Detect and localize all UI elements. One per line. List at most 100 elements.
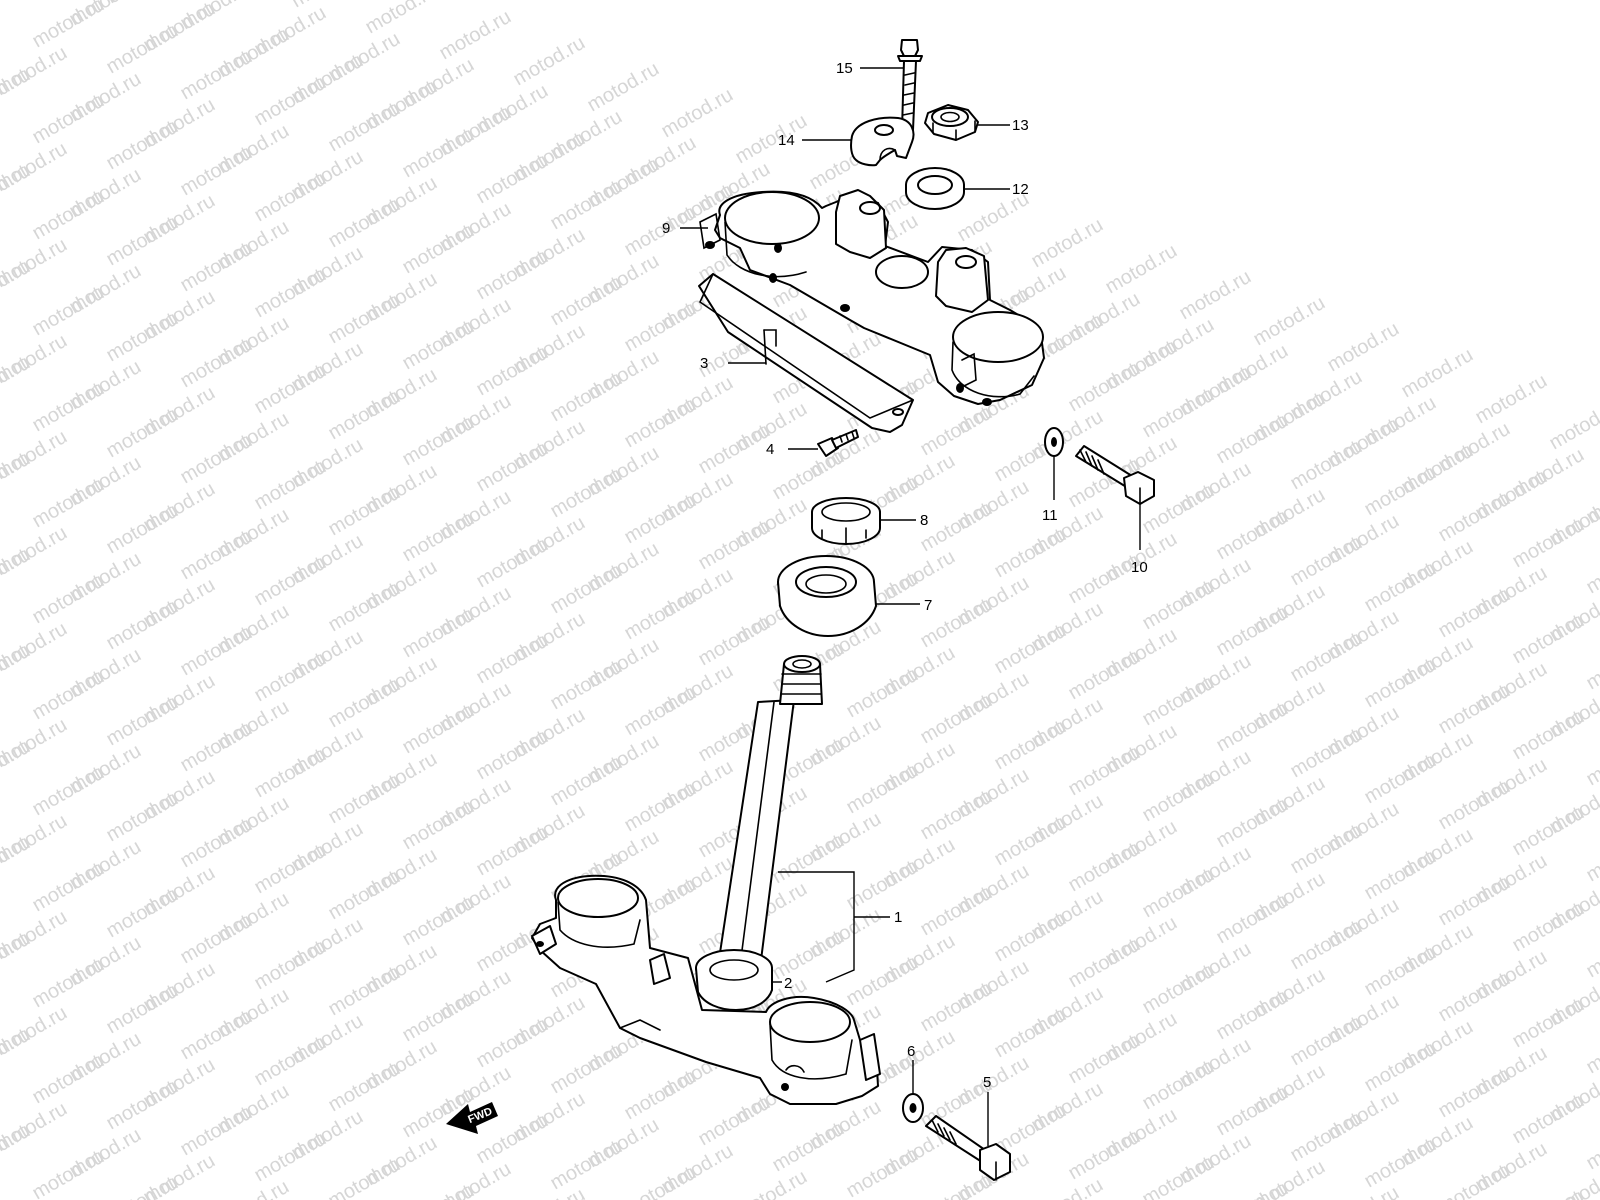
watermark-text: motod.ru <box>621 682 700 741</box>
watermark-text: motod.ru <box>251 1128 330 1187</box>
watermark-text: motod.ru <box>177 238 256 297</box>
watermark-text: motod.ru <box>103 116 182 175</box>
watermark-text: motod.ru <box>399 796 478 855</box>
watermark-text: motod.ru <box>325 386 404 445</box>
part-3-guide-plate <box>698 273 914 433</box>
watermark-text: motod.ru <box>473 534 552 593</box>
watermark-text: motod.ru <box>1213 1178 1292 1200</box>
watermark-text: motod.ru <box>547 272 626 331</box>
callout-3: 3 <box>700 355 708 372</box>
watermark-text: motod.ru <box>843 664 922 723</box>
watermark-text: motod.ru <box>584 58 663 117</box>
watermark-text: motod.ru <box>251 72 330 131</box>
watermark-text: motod.ru <box>473 438 552 497</box>
watermark-text: motod.ru <box>1287 724 1366 783</box>
watermark-text: motod.ru <box>1287 820 1366 879</box>
watermark-text: motod.ru <box>547 176 626 235</box>
watermark-text: motod.ru <box>399 508 478 567</box>
watermark-text: motod.ru <box>103 212 182 271</box>
watermark-text: motod.ru <box>362 0 441 38</box>
watermark-text: motod.ru <box>177 430 256 489</box>
watermark-text: motod.ru <box>1139 672 1218 731</box>
watermark-text: motod.ru <box>547 560 626 619</box>
watermark-text: motod.ru <box>29 666 108 725</box>
watermark-text: motod.ru <box>1176 266 1255 325</box>
watermark-text: motod.ru <box>1361 750 1440 809</box>
watermark-text: motod.ru <box>1509 706 1588 765</box>
watermark-text: motod.ru <box>399 892 478 951</box>
part-4-screw <box>817 429 859 457</box>
watermark-text: motod.ru <box>1361 462 1440 521</box>
watermark-text: motod.ru <box>1139 1056 1218 1115</box>
watermark-text: motod.ru <box>103 788 182 847</box>
watermark-text: motod.ru <box>1213 890 1292 949</box>
callout-10: 10 <box>1131 559 1148 576</box>
watermark-text: motod.ru <box>1139 576 1218 635</box>
callout-6: 6 <box>907 1043 915 1060</box>
watermark-text: motod.ru <box>1361 1134 1440 1193</box>
watermark-text: motod.ru <box>769 446 848 505</box>
watermark-text: motod.ru <box>103 308 182 367</box>
watermark-text: motod.ru <box>547 368 626 427</box>
watermark-text: motod.ru <box>473 246 552 305</box>
watermark-text: motod.ru <box>917 690 996 749</box>
watermark-text: motod.ru <box>1287 1012 1366 1071</box>
callout-13: 13 <box>1012 117 1029 134</box>
watermark-text: motod.ru <box>1139 768 1218 827</box>
watermark-text: motod.ru <box>103 1076 182 1135</box>
watermark-text: motod.ru <box>251 360 330 419</box>
watermark-text: motod.ru <box>1213 1082 1292 1141</box>
watermark-text: motod.ru <box>325 674 404 733</box>
callout-8: 8 <box>920 512 928 529</box>
callout-12: 12 <box>1012 181 1029 198</box>
watermark-text: motod.ru <box>917 402 996 461</box>
watermark-text: motod.ru <box>843 1144 922 1200</box>
watermark-text: motod.ru <box>29 186 108 245</box>
watermark-text: motod.ru <box>1509 802 1588 861</box>
watermark-text: motod.ru <box>251 168 330 227</box>
watermark-text: motod.ru <box>1583 636 1600 695</box>
part-11-washer <box>1044 427 1064 457</box>
watermark-text: motod.ru <box>695 420 774 479</box>
watermark-text: motod.ru <box>325 290 404 349</box>
watermark-text: motod.ru <box>399 124 478 183</box>
watermark-text: motod.ru <box>399 604 478 663</box>
watermark-text: motod.ru <box>1361 1038 1440 1097</box>
watermark-text: motod.ru <box>1435 968 1514 1027</box>
watermark-text: motod.ru <box>991 1004 1070 1063</box>
watermark-text: motod.ru <box>103 596 182 655</box>
watermark-text: motod.ru <box>1509 1090 1588 1149</box>
watermark-text: motod.ru <box>1139 960 1218 1019</box>
watermark-text: motod.ru <box>399 988 478 1047</box>
watermark-text: motod.ru <box>103 500 182 559</box>
watermark-text: motod.ru <box>510 32 589 91</box>
watermark-text: motod.ru <box>695 516 774 575</box>
watermark-text: motod.ru <box>1509 610 1588 669</box>
watermark-text: motod.ru <box>177 46 256 105</box>
watermark-text: motod.ru <box>917 882 996 941</box>
watermark-text: motod.ru <box>1213 410 1292 469</box>
watermark-text: motod.ru <box>1472 370 1551 429</box>
watermark-text: motod.ru <box>1102 240 1181 299</box>
watermark-text: motod.ru <box>547 1040 626 1099</box>
watermark-text: motod.ru <box>399 316 478 375</box>
watermark-text: motod.ru <box>769 830 848 889</box>
watermark-text: motod.ru <box>843 760 922 819</box>
watermark-text: motod.ru <box>1213 698 1292 757</box>
watermark-text: motod.ru <box>473 630 552 689</box>
watermark-text: motod.ru <box>473 150 552 209</box>
watermark-text: motod.ru <box>29 954 108 1013</box>
watermark-text: motod.ru <box>1361 654 1440 713</box>
part-14-clamp <box>850 116 915 167</box>
watermark-text: motod.ru <box>1398 344 1477 403</box>
watermark-text: motod.ru <box>325 194 404 253</box>
watermark-text: motod.ru <box>658 84 737 143</box>
watermark-text: motod.ru <box>917 498 996 557</box>
watermark-text: motod.ru <box>103 404 182 463</box>
watermark-text: motod.ru <box>177 334 256 393</box>
callout-labels: 15 14 13 12 9 3 4 11 10 8 7 1 2 6 5 <box>662 60 1148 1091</box>
watermark-text: motod.ru <box>621 202 700 261</box>
watermark-text: motod.ru <box>1435 1064 1514 1123</box>
watermark-text: motod.ru <box>1065 646 1144 705</box>
